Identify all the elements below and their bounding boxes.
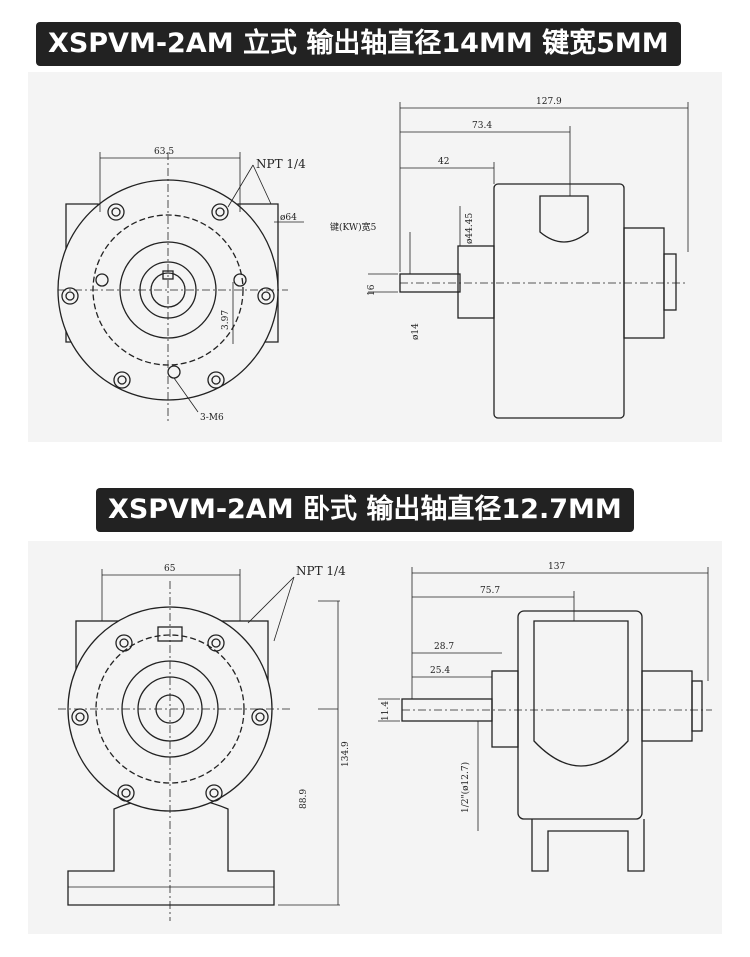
side-dim-short: 42 xyxy=(438,157,449,167)
front-dim-width: 65 xyxy=(164,564,176,574)
side-dim-pilot: ø44.45 xyxy=(465,213,475,244)
pilot xyxy=(491,670,519,748)
pedestal xyxy=(67,796,275,906)
side-dim-total: 127.9 xyxy=(536,97,562,107)
side-view-vertical xyxy=(368,102,689,419)
side-dim-mid: 73.4 xyxy=(472,121,492,131)
drawing-panel-horizontal: 65 NPT 1/4 134.9 88.9 137 75.7 xyxy=(28,541,722,934)
side-dim-shaft: 1/2"(ø12.7) xyxy=(460,762,471,813)
side-dim-key-height: 16 xyxy=(367,284,377,296)
technical-drawing-vertical: 63.5 NPT 1/4 ø64 3.97 3-M6 127. xyxy=(57,97,689,423)
front-thread-label: 3-M6 xyxy=(200,413,224,423)
front-dim-width: 63.5 xyxy=(154,147,174,157)
side-dim-shaft: ø14 xyxy=(411,323,421,340)
housing xyxy=(517,610,643,820)
side-dim-mid: 75.7 xyxy=(480,586,500,596)
bolt-circle xyxy=(95,634,245,784)
rear-nut xyxy=(663,253,677,311)
front-dim-height-center: 88.9 xyxy=(299,789,309,809)
bolt-holes xyxy=(61,203,275,389)
front-dim-height-total: 134.9 xyxy=(341,741,351,767)
front-npt-label: NPT 1/4 xyxy=(256,157,306,171)
rear-nut xyxy=(691,680,703,732)
side-dim-flat: 11.4 xyxy=(381,701,391,721)
title-banner-horizontal: XSPVM-2AM 卧式 输出轴直径12.7MM xyxy=(96,488,634,532)
housing xyxy=(493,183,625,419)
front-npt-label: NPT 1/4 xyxy=(296,564,346,578)
rear-cap xyxy=(641,670,693,742)
bolt-holes xyxy=(71,626,269,802)
side-view-horizontal xyxy=(378,567,712,872)
side-key-note: 键(KW)宽5 xyxy=(330,221,377,233)
side-dim-shaft-len: 28.7 xyxy=(434,642,454,652)
front-dim-offset: 3.97 xyxy=(221,310,231,330)
drawing-panel-vertical: 63.5 NPT 1/4 ø64 3.97 3-M6 127. xyxy=(28,72,722,442)
pilot xyxy=(457,245,495,319)
port-boss xyxy=(539,195,589,243)
title-banner-vertical: XSPVM-2AM 立式 输出轴直径14MM 键宽5MM xyxy=(36,22,681,66)
side-dim-shaft-short: 25.4 xyxy=(430,666,450,676)
front-dim-bore: ø64 xyxy=(280,213,297,223)
pilot-outer xyxy=(119,241,217,339)
housing-face xyxy=(533,620,629,767)
technical-drawing-horizontal: 65 NPT 1/4 134.9 88.9 137 75.7 xyxy=(58,562,712,921)
side-dim-total: 137 xyxy=(548,562,565,572)
foot-left xyxy=(531,819,645,872)
